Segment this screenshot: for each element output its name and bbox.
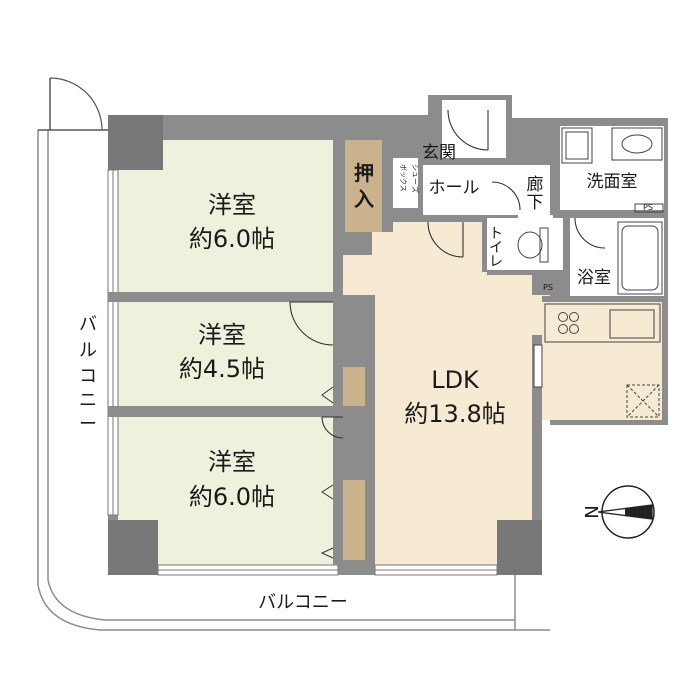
toilet-char-3: レ bbox=[489, 254, 503, 270]
bedroom-bottom-size: 約6.0帖 bbox=[189, 483, 275, 511]
balcony-west-char-4: ニ bbox=[79, 390, 97, 411]
bathtub bbox=[617, 221, 663, 295]
compass bbox=[597, 485, 655, 539]
shoe-box-label-2: ズ bbox=[411, 186, 420, 193]
bedroom-mid-floor bbox=[118, 302, 333, 406]
shoe-box-label-3: ボックス bbox=[399, 164, 407, 192]
balcony-west-char-2: ル bbox=[79, 340, 97, 361]
corridor-char-2: 下 bbox=[527, 193, 544, 213]
ldk-floor bbox=[343, 222, 550, 565]
compass-n-label: N bbox=[580, 505, 601, 518]
toilet-floor bbox=[487, 218, 563, 270]
ldk-size: 約13.8帖 bbox=[404, 400, 505, 428]
bathroom-floor bbox=[570, 218, 664, 296]
entrance-label: 玄関 bbox=[422, 143, 456, 163]
balcony-west-char-3: コ bbox=[79, 366, 97, 387]
door-swings bbox=[289, 109, 606, 439]
interior-walls bbox=[108, 100, 664, 565]
shoe-box-label-1: シュー bbox=[411, 164, 419, 185]
bedroom-mid-name: 洋室 bbox=[198, 321, 246, 349]
balcony-west-char-1: バ bbox=[79, 314, 97, 335]
hall-floor bbox=[420, 165, 525, 215]
bedroom-bottom-name: 洋室 bbox=[208, 448, 256, 476]
ps-label-washroom: PS bbox=[643, 203, 653, 212]
pillar-se bbox=[497, 520, 542, 575]
shoe-box bbox=[393, 158, 419, 208]
oshiire-closet bbox=[345, 140, 382, 232]
pillar-ne bbox=[550, 125, 560, 215]
entrance-floor bbox=[442, 100, 506, 162]
ldk-name: LDK bbox=[431, 366, 480, 394]
balcony-door bbox=[38, 77, 108, 131]
west-windows bbox=[107, 169, 119, 516]
balcony-west bbox=[37, 130, 550, 631]
hall-label: ホール bbox=[429, 178, 480, 198]
pillar-sw bbox=[108, 520, 158, 575]
balcony-south-label: バルコニー bbox=[258, 592, 348, 613]
toilet-fixture bbox=[517, 227, 549, 263]
pillar-nw bbox=[108, 115, 163, 170]
closet-mid bbox=[343, 367, 365, 407]
bathroom-label: 浴室 bbox=[577, 268, 611, 288]
kitchen-fixtures bbox=[533, 303, 661, 418]
corridor-char-1: 廊 bbox=[527, 175, 544, 195]
oshiire-char-2: 入 bbox=[354, 187, 374, 211]
bedroom-top-size: 約6.0帖 bbox=[189, 225, 275, 253]
south-windows bbox=[157, 564, 498, 576]
balcony-west-char-5: ー bbox=[79, 414, 97, 435]
bedroom-mid-size: 約4.5帖 bbox=[179, 355, 265, 383]
closet-bottom bbox=[343, 480, 365, 560]
washroom-fixtures bbox=[561, 127, 664, 213]
washroom-label: 洗面室 bbox=[587, 172, 638, 192]
closet-door-marks bbox=[320, 386, 334, 559]
bedroom-top-name: 洋室 bbox=[208, 191, 256, 219]
oshiire-char-1: 押 bbox=[354, 161, 374, 185]
toilet-char-1: ト bbox=[489, 226, 503, 242]
toilet-char-2: イ bbox=[489, 240, 503, 256]
ps-label-bath: PS bbox=[543, 283, 553, 292]
